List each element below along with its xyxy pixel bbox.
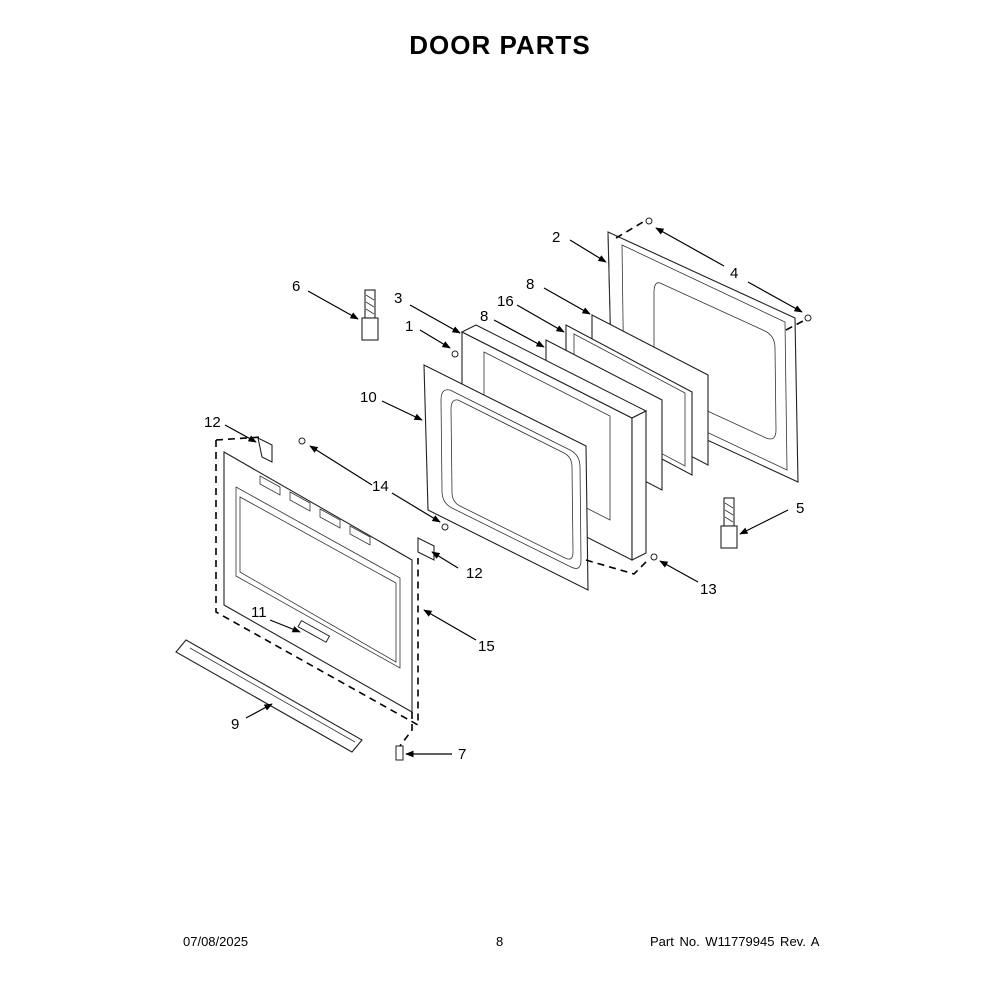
page-title: DOOR PARTS [409,30,591,60]
callout-12b: 12 [466,565,483,582]
callout-6: 6 [292,278,300,295]
hinge-left [361,289,379,341]
door-liner [423,364,589,591]
callout-labels: 1 2 3 4 5 6 7 8 8 9 10 11 12 12 13 14 15… [204,229,804,763]
callout-16: 16 [497,293,514,310]
callout-11: 11 [251,604,267,621]
hinge-right [720,497,738,549]
screw-13 [650,553,658,561]
hinge-bracket-right [417,537,435,561]
door-handle [175,639,363,753]
callout-9: 9 [231,716,239,733]
outer-door-panel [223,451,413,713]
screw-4a [645,217,653,225]
door-vents [259,475,371,546]
leader-lines [224,227,803,758]
screw-14b [441,523,449,531]
callout-13: 13 [700,581,717,598]
inner-door-panel [607,231,799,483]
callout-12a: 12 [204,414,221,431]
callout-8b: 8 [480,308,488,325]
screw-14a [298,437,306,445]
screw-7 [395,745,404,761]
screw-4b [804,314,812,322]
callout-5: 5 [796,500,804,517]
screw-1 [451,350,459,358]
footer-date: 07/08/2025 [183,934,249,949]
callout-8a: 8 [526,276,534,293]
callout-1: 1 [405,318,413,335]
callout-4: 4 [730,265,738,282]
footer-part-number: Part No. W11779945 Rev. A [650,934,820,949]
callout-15: 15 [478,638,495,655]
footer-page-number: 8 [496,934,504,949]
callout-10: 10 [360,389,377,406]
hinge-bracket-left [257,436,273,463]
callout-2: 2 [552,229,560,246]
brand-badge [297,619,331,643]
callout-3: 3 [394,290,402,307]
screws [298,217,812,761]
callout-7: 7 [458,746,466,763]
callout-14: 14 [372,478,389,495]
